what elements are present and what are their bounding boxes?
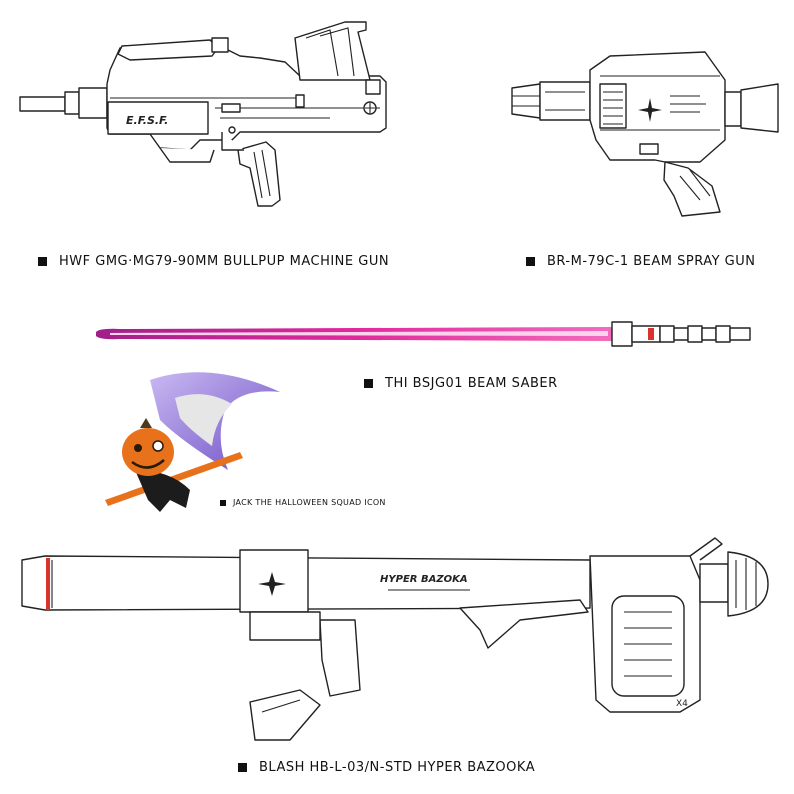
machine-gun-drawing: E.F.S.F.	[19, 21, 387, 207]
caption-halloween-icon: JACK THE HALLOWEEN SQUAD ICON	[220, 498, 386, 507]
magazine-mark: X4	[676, 699, 688, 709]
black-square-icon	[364, 379, 373, 388]
caption-machine-gun: HWF GMG·MG79-90MM BULLPUP MACHINE GUN	[38, 254, 389, 269]
black-square-icon	[220, 499, 226, 506]
caption-beam-spray-gun: BR-M-79C-1 BEAM SPRAY GUN	[526, 254, 755, 269]
caption-hyper-bazooka: BLASH HB-L-03/N-STD HYPER BAZOOKA	[238, 760, 535, 775]
beam-saber-drawing	[96, 321, 751, 347]
caption-beam-saber: THI BSJG01 BEAM SABER	[364, 376, 558, 391]
efsf-stamp: E.F.S.F.	[126, 114, 168, 127]
bazooka-title-mark: HYPER BAZOKA	[380, 574, 468, 585]
caption-machine-gun-text: HWF GMG·MG79-90MM BULLPUP MACHINE GUN	[59, 254, 390, 269]
federation-star-icon	[638, 98, 662, 122]
hyper-bazooka-drawing: HYPER BAZOKA X4	[21, 537, 769, 741]
caption-halloween-icon-text: JACK THE HALLOWEEN SQUAD ICON	[233, 498, 386, 507]
caption-hyper-bazooka-text: BLASH HB-L-03/N-STD HYPER BAZOOKA	[259, 760, 536, 775]
caption-beam-saber-text: THI BSJG01 BEAM SABER	[385, 376, 558, 391]
bazooka-emblem-icon	[258, 572, 286, 596]
beam-spray-gun-drawing	[511, 51, 779, 217]
black-square-icon	[238, 763, 247, 772]
caption-beam-spray-gun-text: BR-M-79C-1 BEAM SPRAY GUN	[547, 254, 756, 269]
black-square-icon	[526, 257, 535, 266]
pumpkin-reaper-icon	[105, 372, 280, 512]
black-square-icon	[38, 257, 47, 266]
